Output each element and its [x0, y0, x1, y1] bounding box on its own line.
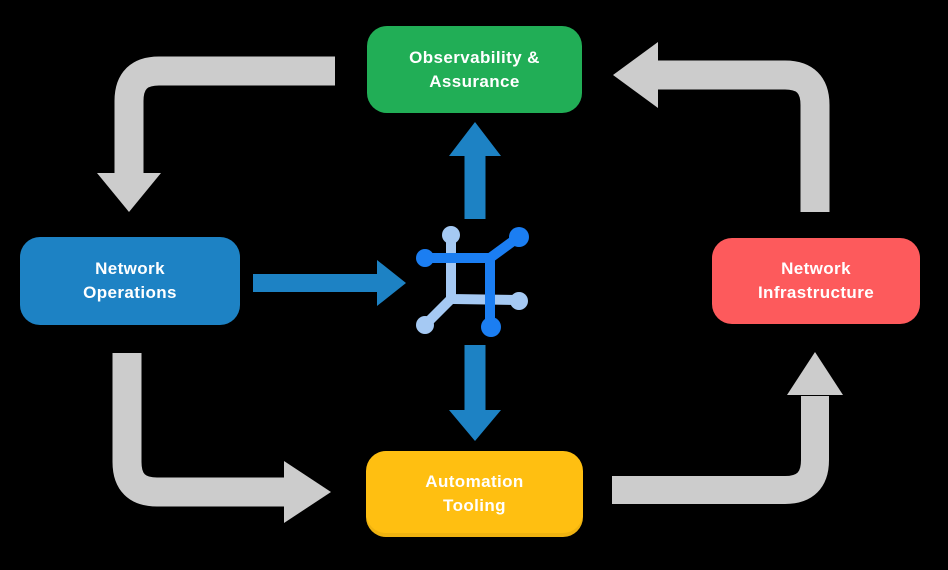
node-network-infrastructure: Network Infrastructure	[712, 238, 920, 324]
node-automation-label: Automation Tooling	[425, 472, 524, 515]
arrow-automation-to-infrastructure	[612, 352, 843, 504]
arrow-center-to-observability	[449, 122, 501, 219]
arrow-center-to-automation	[449, 345, 501, 441]
network-mesh-icon	[416, 226, 529, 337]
arrow-operations-to-center	[253, 260, 406, 306]
node-network-operations: Network Operations	[20, 237, 240, 325]
arrow-infrastructure-to-observability	[613, 42, 830, 212]
node-operations-label: Network Operations	[83, 259, 177, 302]
node-observability-label: Observability & Assurance	[409, 47, 540, 91]
node-observability-assurance: Observability & Assurance	[367, 26, 582, 113]
node-automation-tooling: Automation Tooling	[366, 451, 583, 537]
arrow-operations-to-automation	[112, 353, 331, 523]
arrow-observability-to-operations	[97, 56, 335, 212]
node-infrastructure-label: Network Infrastructure	[757, 259, 875, 302]
